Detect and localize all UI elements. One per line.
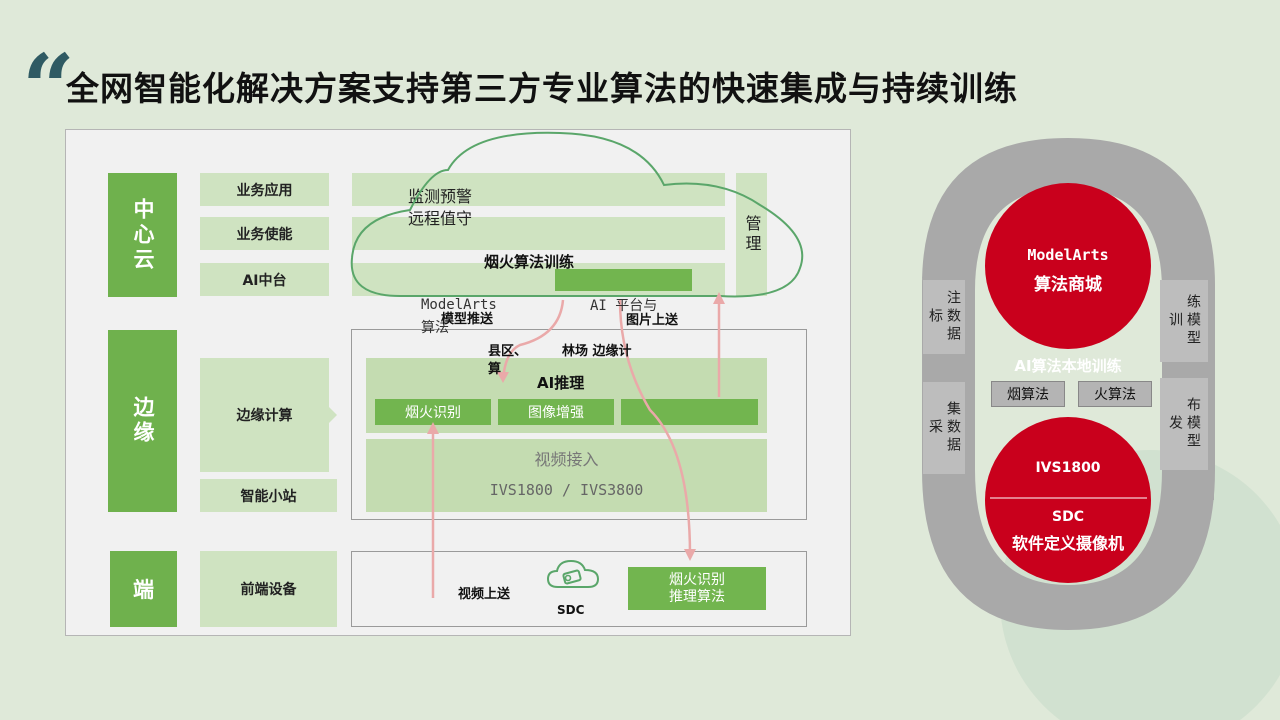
cycle-software-camera: 软件定义摄像机 xyxy=(1011,534,1124,553)
county-label-2: 算 xyxy=(488,362,502,377)
layer-center-cloud: 中心云 xyxy=(108,173,177,297)
step-data-annotation-label: 注数据标 xyxy=(927,290,961,344)
edge-compute-pointer xyxy=(329,407,337,423)
ivs-circle xyxy=(985,417,1151,583)
modelarts-circle xyxy=(985,183,1151,349)
county-label-1: 县区、 xyxy=(488,344,528,359)
fire-recognition-chip: 烟火识别 xyxy=(375,399,491,425)
model-push-label: 模型推送 xyxy=(441,312,494,327)
layer-center-cloud-label: 中心云 xyxy=(131,197,155,273)
cycle-algo-mall: 算法商城 xyxy=(1034,275,1102,295)
page-title: 全网智能化解决方案支持第三方专业算法的快速集成与持续训练 xyxy=(66,69,1018,108)
layer-terminal: 端 xyxy=(110,551,177,627)
quote-mark: “ xyxy=(22,34,75,142)
layer-edge: 边缘 xyxy=(108,330,177,512)
management-column: 管理 xyxy=(736,173,767,296)
monitor-text-1: 监测预警 xyxy=(408,187,473,206)
cycle-arrow-right-bottom xyxy=(1162,470,1214,500)
step-model-training: 练模型训 xyxy=(1160,280,1208,362)
step-model-deploy: 布模型发 xyxy=(1160,378,1208,470)
ivs-models-label: IVS1800 / IVS3800 xyxy=(489,481,644,499)
cycle-arrow-left-top xyxy=(922,260,962,282)
ai-inference-label: AI推理 xyxy=(537,374,585,392)
layer-terminal-label: 端 xyxy=(133,578,154,602)
fire-algo-line1: 烟火识别 xyxy=(669,571,725,588)
front-device-cell: 前端设备 xyxy=(200,551,337,627)
video-access-label: 视频接入 xyxy=(534,450,599,469)
edge-compute-cell: 边缘计算 xyxy=(200,358,329,472)
biz-app-cell: 业务应用 xyxy=(200,173,329,206)
cycle-modelarts: ModelArts xyxy=(1027,246,1109,264)
empty-chip xyxy=(621,399,758,425)
ai-platform-cell: AI中台 xyxy=(200,263,329,296)
training-bar xyxy=(555,269,692,291)
fire-algo-chip: 烟火识别 推理算法 xyxy=(628,567,766,610)
smart-station-cell: 智能小站 xyxy=(200,479,337,512)
step-model-deploy-label: 布模型发 xyxy=(1167,397,1201,451)
cycle-ivs1800: IVS1800 xyxy=(1035,460,1101,476)
fire-algo-line2: 推理算法 xyxy=(669,588,725,605)
step-data-annotation: 注数据标 xyxy=(923,280,965,354)
sdc-camera-icon xyxy=(544,557,602,593)
cycle-local-training: AI算法本地训练 xyxy=(1014,357,1122,375)
sdc-label: SDC xyxy=(557,603,585,617)
layer-edge-label: 边缘 xyxy=(131,396,155,446)
biz-enable-cell: 业务使能 xyxy=(200,217,329,250)
step-data-collection: 集数据采 xyxy=(923,382,965,474)
smoke-algo-chip: 烟算法 xyxy=(991,381,1065,407)
monitor-text-2: 远程值守 xyxy=(408,209,473,228)
step-model-training-label: 练模型训 xyxy=(1167,294,1201,348)
image-enhance-chip: 图像增强 xyxy=(498,399,614,425)
modelarts-annot-2: 算法 xyxy=(421,320,449,336)
management-label: 管理 xyxy=(742,214,762,255)
video-upload-label: 视频上送 xyxy=(458,587,511,602)
cycle-sdc: SDC xyxy=(1052,509,1084,525)
step-data-collection-label: 集数据采 xyxy=(927,401,961,455)
forest-edge-label: 林场 边缘计 xyxy=(562,344,632,359)
fire-algo-cycle-chip: 火算法 xyxy=(1078,381,1152,407)
image-upload-label: 图片上送 xyxy=(626,313,679,328)
fire-training-label: 烟火算法训练 xyxy=(484,253,575,271)
modelarts-annot-1: ModelArts xyxy=(421,297,497,313)
ai-platform-with-label: AI 平台与 xyxy=(590,298,658,314)
background-circle xyxy=(1000,450,1280,720)
